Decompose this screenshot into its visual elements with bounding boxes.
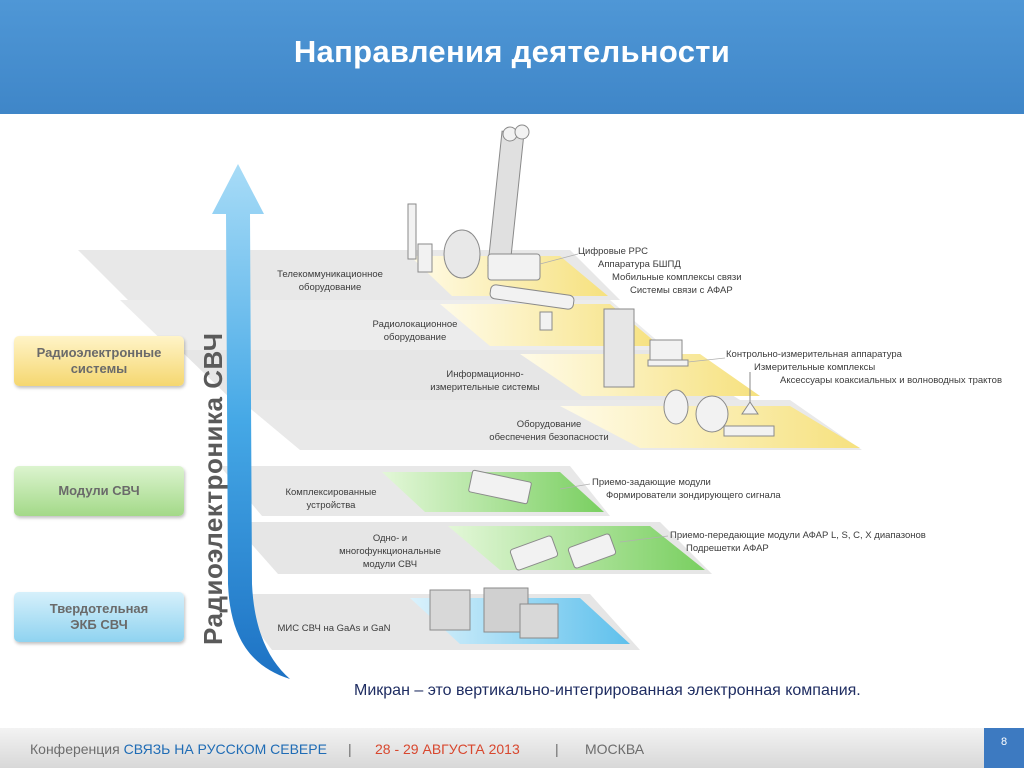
layer-label-info-1: Информационно-	[446, 369, 524, 380]
vertical-axis-label: Радиоэлектроника СВЧ	[198, 332, 228, 645]
badge-microwave-modules: Модули СВЧ	[14, 466, 184, 516]
layer-label-multi-1: Одно- и	[372, 533, 408, 544]
right-label-control: Контрольно-измерительная аппаратура	[726, 349, 902, 360]
footer-separator-1: |	[348, 741, 352, 757]
title-bar: Направления деятельности	[0, 0, 1024, 114]
growth-arrow	[212, 164, 290, 679]
layer-label-security-2: обеспечения безопасности	[489, 432, 609, 443]
page-number: 8	[984, 728, 1024, 768]
footer-city: МОСКВА	[585, 741, 645, 757]
footer-conference: Конференция СВЯЗЬ НА РУССКОМ СЕВЕРЕ	[30, 741, 327, 757]
layer-label-multi: Одно- и многофункциональные модули СВЧ	[320, 532, 460, 571]
diagram-graphics	[78, 124, 862, 679]
right-label-bshpd: Аппаратура БШПД	[598, 259, 681, 270]
footer-conf-prefix: Конференция	[30, 741, 120, 757]
right-label-trx-modules: Приемо-передающие модули АФАР L, S, C, X…	[670, 530, 926, 541]
layer-label-complex-2: устройства	[306, 500, 356, 511]
equipment-illustrations	[407, 124, 775, 639]
badge-solid-line1: Твердотельная	[49, 601, 149, 616]
right-label-generators: Формирователи зондирующего сигнала	[606, 490, 781, 501]
right-label-measure: Измерительные комплексы	[754, 362, 876, 373]
right-label-accessories: Аксессуары коаксиальных и волноводных тр…	[780, 375, 1003, 386]
layer-label-info-2: измерительные системы	[430, 382, 540, 393]
layer-label-multi-2: многофункциональные	[339, 546, 441, 557]
layer-label-complex-1: Комплексированные	[285, 487, 377, 498]
company-tagline: Микран – это вертикально-интегрированная…	[354, 682, 861, 699]
connector-lines	[539, 253, 726, 543]
badge-solid-line2: ЭКБ СВЧ	[70, 617, 128, 632]
badge-solid-state: Твердотельная ЭКБ СВЧ	[14, 592, 184, 642]
footer-dates: 28 - 29 АВГУСТА 2013	[375, 741, 520, 757]
footer-separator-2: |	[555, 741, 559, 757]
layer-label-telecom: Телекоммуникационное оборудование	[270, 268, 390, 294]
badge-radio-line2: системы	[70, 361, 128, 376]
layer-label-security-1: Оборудование	[516, 419, 582, 430]
right-label-mobile: Мобильные комплексы связи	[612, 272, 742, 283]
layer-label-radar-2: оборудование	[383, 332, 447, 343]
layer-label-radar-1: Радиолокационное	[372, 319, 458, 330]
right-label-afar-comm: Системы связи с АФАР	[630, 285, 733, 296]
layer-label-security: Оборудование обеспечения безопасности	[484, 418, 614, 444]
badge-modules-label: Модули СВЧ	[58, 483, 140, 498]
right-label-rrs: Цифровые РРС	[578, 246, 648, 257]
layer-label-info: Информационно- измерительные системы	[420, 368, 550, 394]
footer-conf-name: СВЯЗЬ НА РУССКОМ СЕВЕРЕ	[123, 741, 327, 757]
badge-radio-systems: Радиоэлектронные системы	[14, 336, 184, 386]
footer-bar: Конференция СВЯЗЬ НА РУССКОМ СЕВЕРЕ | 28…	[0, 728, 1024, 768]
layer-label-multi-3: модули СВЧ	[362, 559, 418, 570]
right-label-rx-modules: Приемо-задающие модули	[592, 477, 711, 488]
layer-label-mis: МИС СВЧ на GaAs и GaN	[277, 623, 391, 634]
layer-label-telecom-1: Телекоммуникационное	[277, 269, 383, 280]
layer-label-complex: Комплексированные устройства	[276, 486, 386, 512]
badge-radio-line1: Радиоэлектронные	[36, 345, 162, 360]
layer-label-radar: Радиолокационное оборудование	[360, 318, 470, 344]
layer-label-telecom-2: оборудование	[298, 282, 362, 293]
diagram: Радиоэлектронные системы Модули СВЧ Твер…	[0, 114, 1024, 728]
page-title: Направления деятельности	[293, 34, 731, 69]
right-label-subarrays: Подрешетки АФАР	[686, 543, 769, 554]
